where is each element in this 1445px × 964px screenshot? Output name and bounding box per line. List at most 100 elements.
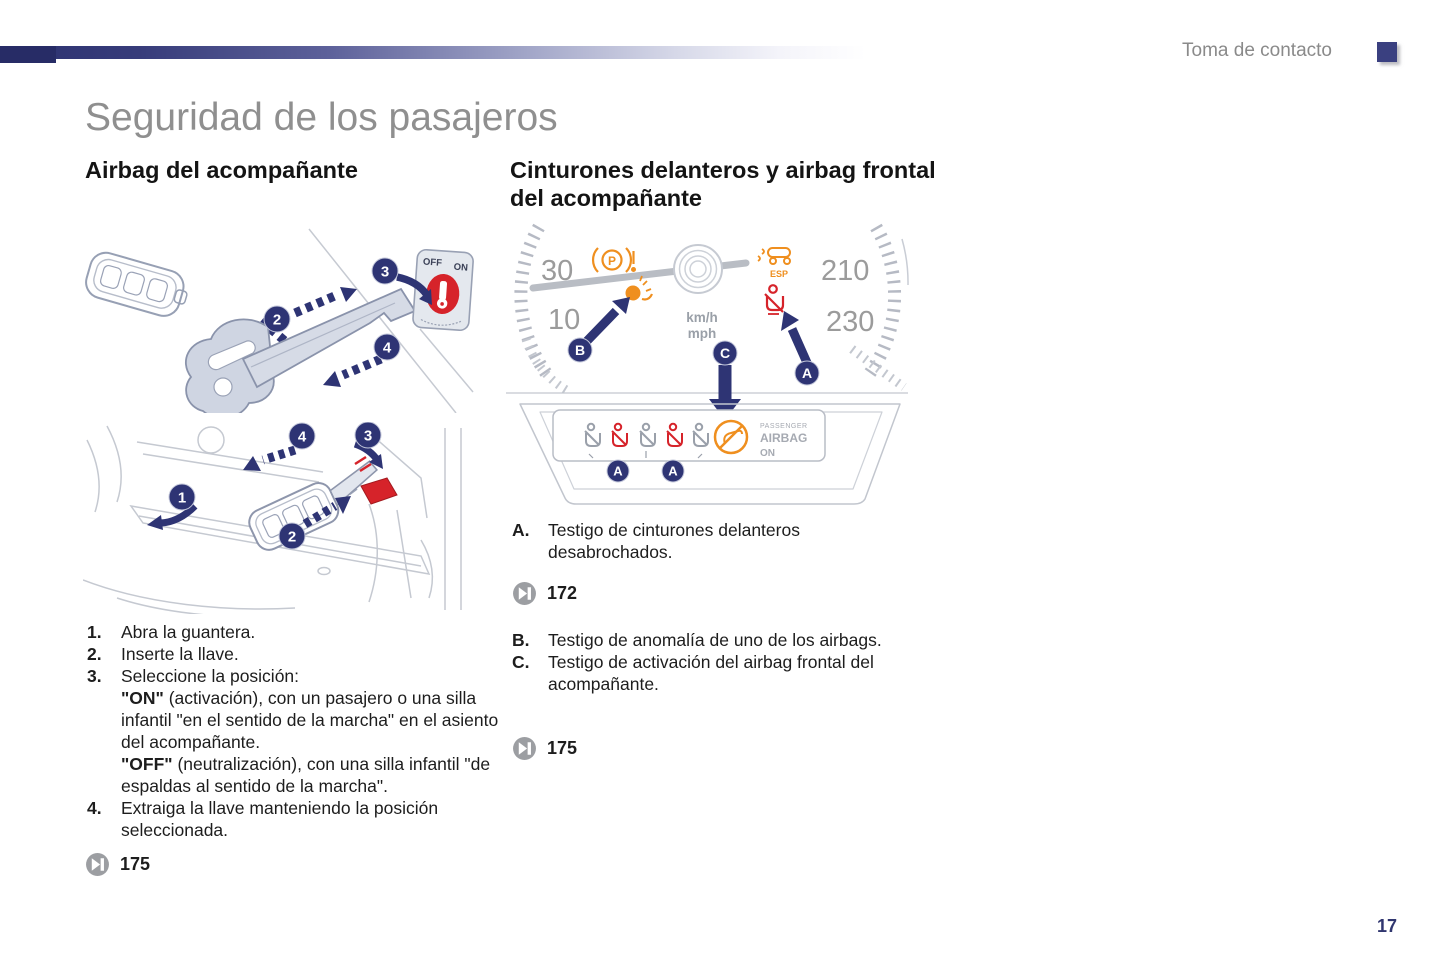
page-number: 17 [1377,916,1398,936]
key-ignition-illustration: OFF ON 2 3 4 [85,228,474,413]
seatbelt-icon-gray [584,422,601,447]
page-reference-number: 175 [120,854,151,874]
step-number: 4. [87,798,102,818]
svg-text:C: C [720,345,730,361]
left-dial-outer-ticks [521,337,571,395]
panel-label: AIRBAG [760,431,807,445]
key-in-glovebox [248,460,379,551]
svg-text:A: A [802,365,812,381]
page-reference-number: 172 [547,583,578,603]
svg-text:B: B [575,342,585,358]
legend-text: Testigo de cinturones delanteros desabro… [548,520,800,562]
on-label: "ON" [121,688,164,708]
step-number: 1. [87,622,102,642]
esp-warning-icon: ESP [757,247,791,279]
page-reference-icon [86,853,109,876]
passenger-airbag-off-icon [713,419,749,455]
svg-text:P: P [608,254,616,268]
glovebox-illustration: 1 2 3 4 [83,422,462,614]
arrow-insert-key [335,496,351,514]
seatbelt-icon-gray [639,422,656,447]
seatbelt-warning-icon [764,284,785,315]
step-item: 1. Abra la guantera. [87,621,501,643]
step-badge-4: 4 [373,333,401,361]
arrow-to-airbag-icon [612,297,630,314]
belt-sub-marks [588,451,703,459]
step-text: Extraiga la llave manteniendo la posició… [121,798,439,840]
passenger-airbag-switch: OFF ON [412,248,474,332]
legend-text: Testigo de anomalía de uno de los airbag… [548,630,882,650]
legend-text: Testigo de activación del airbag frontal… [548,652,874,694]
legend-item-c: C. Testigo de activación del airbag fron… [512,651,910,695]
switch-off-label: OFF [423,257,443,269]
step-item: 2. Inserte la llave. [87,643,501,665]
step-item: 3. Seleccione la posición: [87,665,501,687]
arrow-remove-key [243,456,261,471]
red-latch [360,477,398,505]
step-badge-3: 3 [354,422,382,449]
off-text: (neutralización), con una silla infantil… [121,754,491,796]
svg-text:4: 4 [383,340,392,357]
page-reference: 172 [512,581,577,606]
unit-label: km/h [686,310,718,325]
step-number: 3. [87,666,102,686]
step-badge-1: 1 [168,483,196,511]
right-dial-ticks [864,223,902,377]
panel-badge-a: A [661,459,685,483]
remote-key-fob [85,251,188,317]
page-reference: 175 [512,736,577,761]
svg-text:3: 3 [364,428,372,445]
step-item: 4. Extraiga la llave manteniendo la posi… [87,797,501,841]
off-label: "OFF" [121,754,173,774]
legend-letter: C. [512,652,530,672]
panel-label: ON [760,448,775,459]
section-label: Toma de contacto [1182,40,1332,61]
switch-on-label: ON [453,262,468,274]
lock-slot-marks [354,455,372,473]
svg-text:A: A [613,464,623,479]
right-dial-rim [901,238,909,286]
callout-badge-a: A [794,360,820,386]
callout-badge-b: B [567,337,593,363]
seatbelt-icon-gray [692,422,709,447]
on-text: (activación), con un pasajero o una sill… [121,688,499,752]
step-text: Seleccione la posición: [121,666,300,686]
step-badge-2: 2 [278,522,306,550]
svg-text:ESP: ESP [770,269,788,279]
svg-text:2: 2 [288,529,296,546]
arrow-down-left [323,371,341,387]
legend-item-a: A. Testigo de cinturones delanteros desa… [512,519,910,563]
instrument-cluster-illustration: 30 10 210 230 P [506,223,909,505]
left-column-heading: Airbag del acompañante [85,157,358,183]
key-blade [185,287,417,413]
svg-text:A: A [668,464,678,479]
dial-number: 210 [821,255,869,287]
header-gradient-rule [0,46,866,59]
svg-text:4: 4 [298,429,307,446]
step-text: Inserte la llave. [121,644,239,664]
panel-label: PASSENGER [760,423,808,430]
step-number: 2. [87,644,102,664]
right-column-heading: Cinturones delanteros y airbag frontal d… [510,157,936,211]
seatbelt-icon-red [611,422,628,447]
dial-number: 10 [548,304,580,336]
step-badge-2: 2 [263,305,291,333]
needle-hub [673,244,723,294]
callout-badge-c: C [712,340,738,366]
airbag-warning-icon [625,275,654,301]
arrow-turn-key [369,454,383,469]
parking-brake-warning-icon: P [591,247,636,273]
procedure-steps: 1. Abra la guantera. 2. Inserte la llave… [87,621,501,841]
arrow-open-glovebox [147,515,163,530]
warning-panel: PASSENGER AIRBAG ON [519,403,901,505]
step-badge-4: 4 [288,422,316,450]
panel-badge-a: A [606,459,630,483]
step-detail-on: "ON" (activación), con un pasajero o una… [121,687,501,753]
step-badge-3: 3 [371,257,399,285]
legend-letter: A. [512,520,530,540]
page-reference-number: 175 [547,738,578,758]
page-reference: 175 [85,852,150,877]
arrow-to-seatbelt-icon [781,311,799,331]
step-detail-off: "OFF" (neutralización), con una silla in… [121,753,501,797]
arrow-curved [419,289,432,305]
